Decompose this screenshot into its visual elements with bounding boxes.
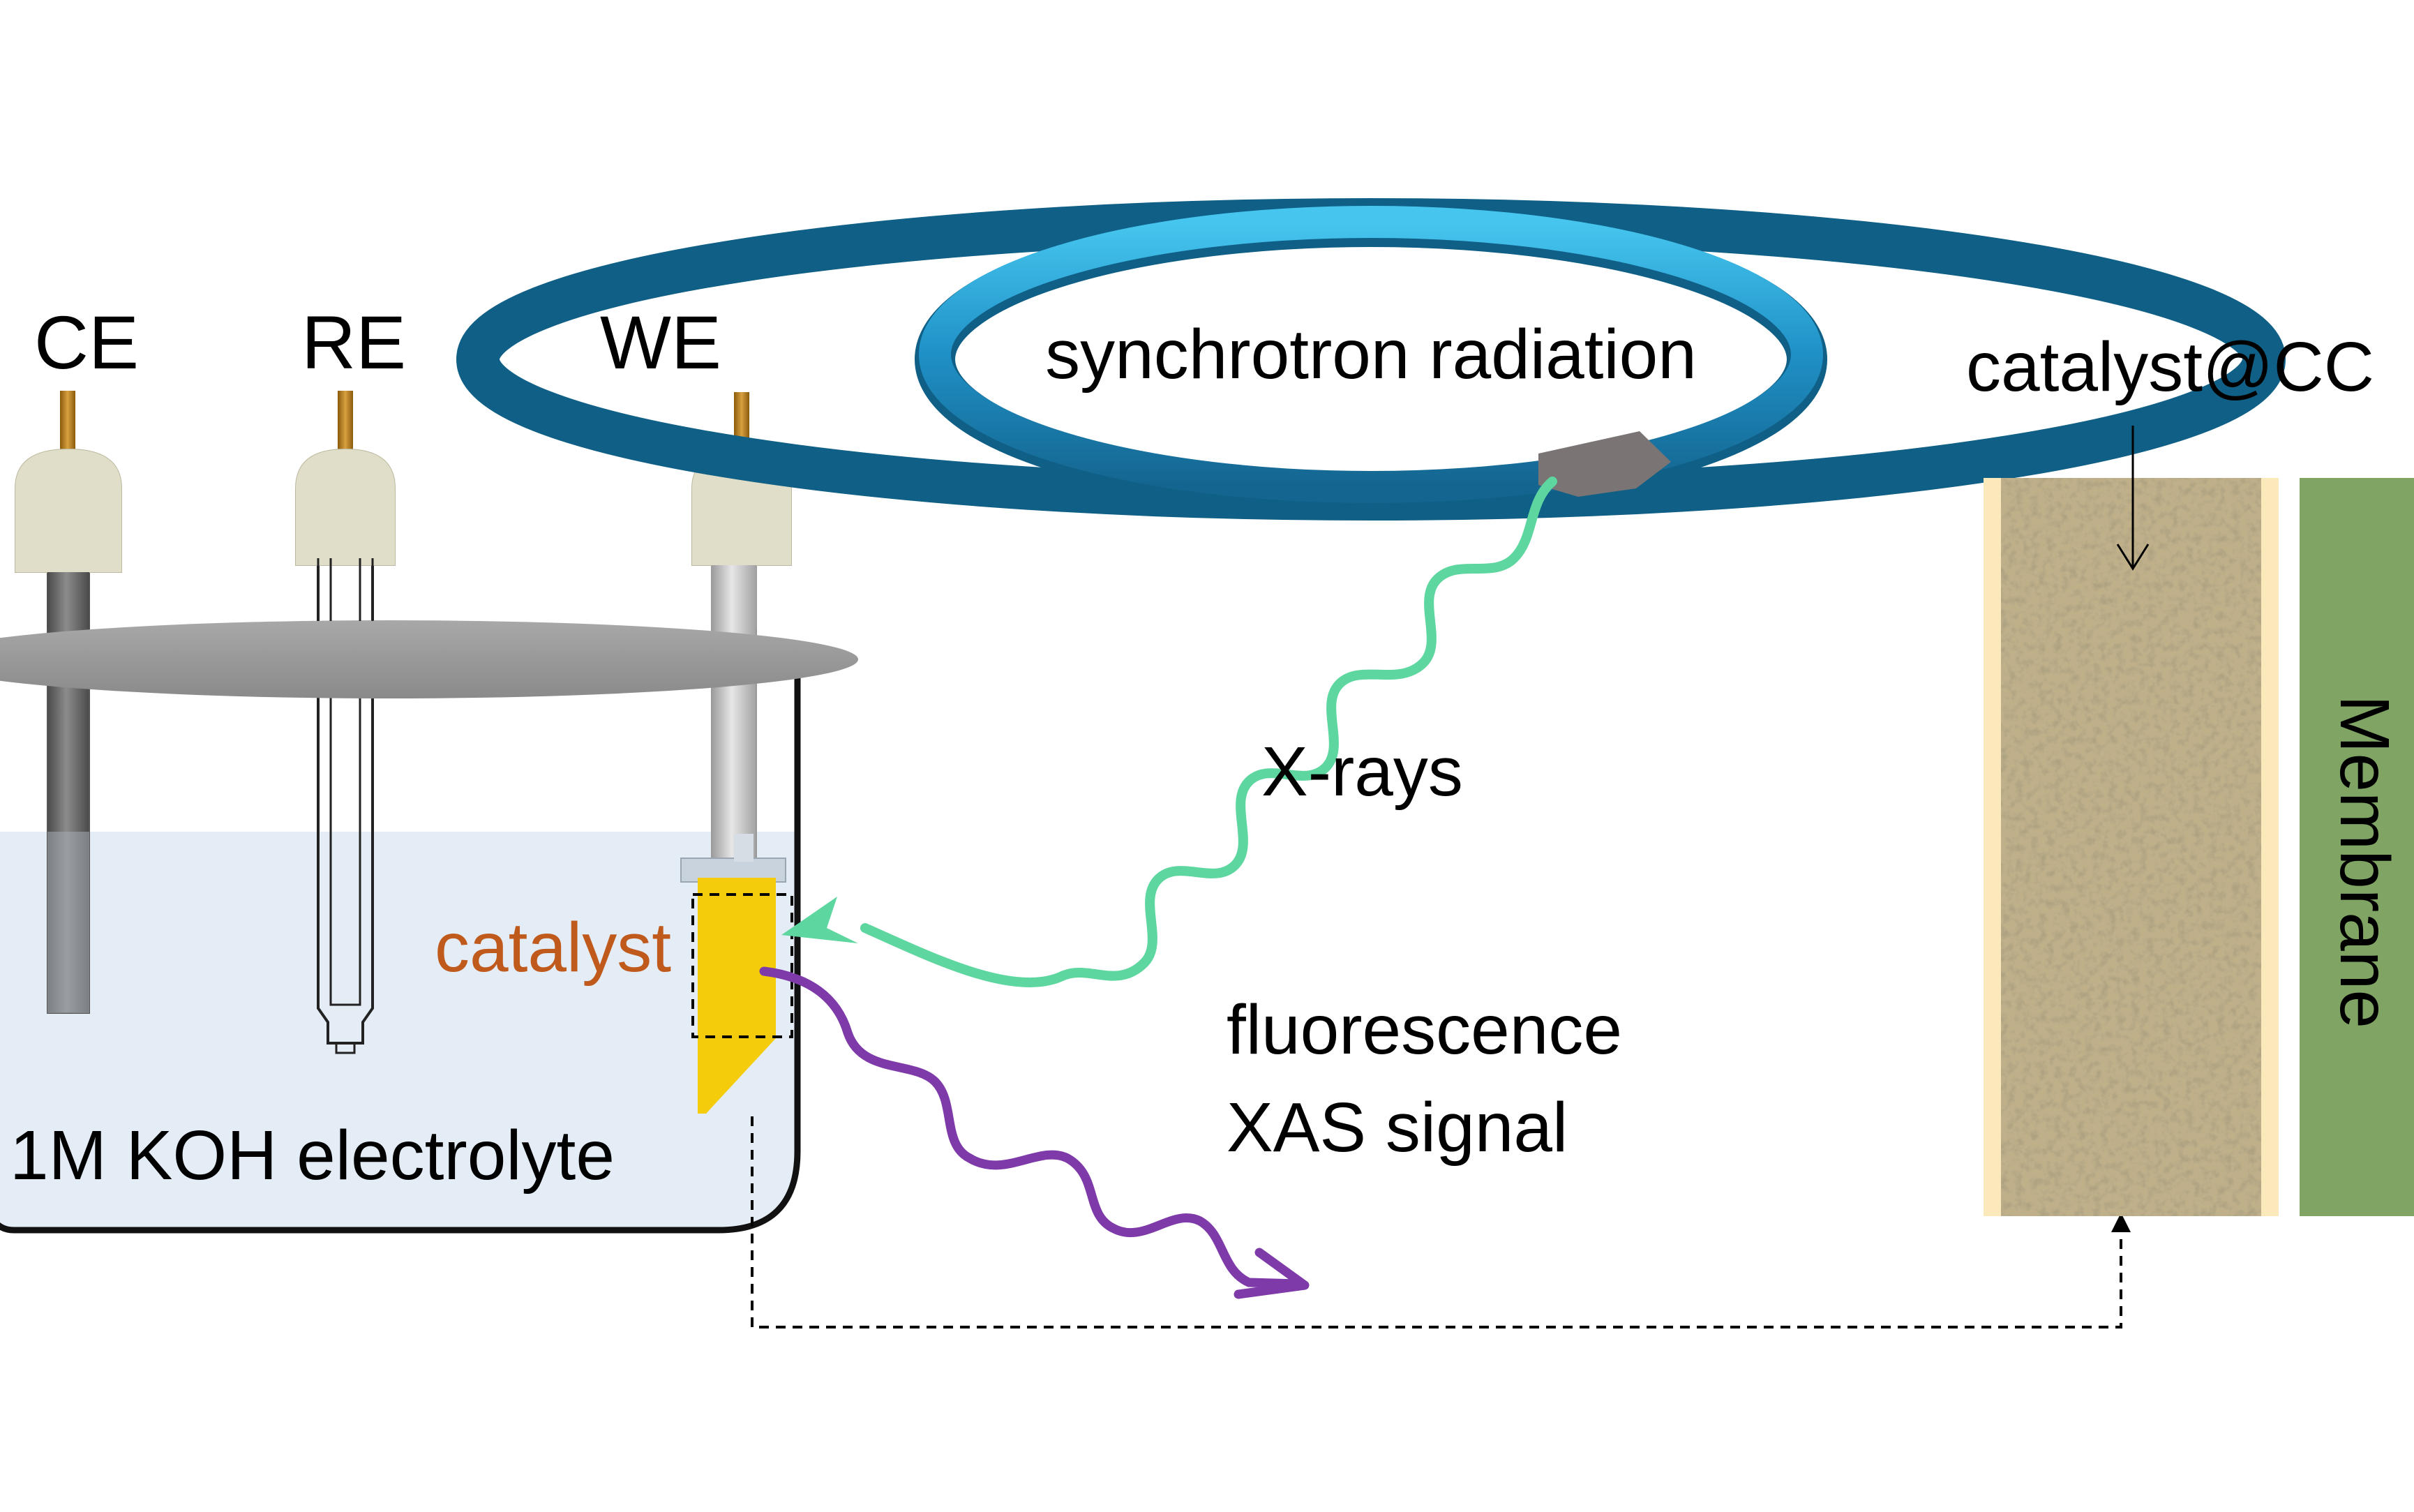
beamline-port: [1538, 431, 1671, 497]
label-catalyst: catalyst: [435, 908, 671, 987]
cell-lid: [0, 620, 858, 698]
label-re: RE: [301, 300, 406, 384]
fluorescence-arrowhead: [1234, 1248, 1310, 1299]
xray-arrowhead: [781, 897, 858, 943]
fluorescence-wave: [759, 966, 1303, 1289]
catalyst-zoom-box: [691, 893, 793, 1038]
catalyst-plate: [698, 878, 776, 1114]
catalyst-cc-pointer: [2116, 426, 2150, 571]
label-catalyst-cc: catalyst@CC: [1966, 328, 2374, 406]
label-fluorescence: fluorescence: [1227, 991, 1622, 1069]
label-synchrotron: synchrotron radiation: [1045, 315, 1697, 394]
label-we: WE: [600, 300, 721, 384]
membrane: [2300, 478, 2414, 1216]
synchrotron-ring: [456, 198, 2286, 521]
label-membrane: Membrane: [2325, 695, 2404, 1028]
label-electrolyte: 1M KOH electrolyte: [10, 1116, 615, 1195]
beaker-wall: [0, 656, 801, 1234]
xray-wave: [860, 477, 1557, 988]
label-xrays: X-rays: [1261, 733, 1463, 811]
catalyst-carbon-cloth: [1984, 478, 2279, 1216]
electrochemical-cell: [0, 391, 858, 1234]
dashed-connector: [751, 1116, 2131, 1328]
electrolyte-liquid: [0, 832, 797, 1230]
label-xas-signal: XAS signal: [1227, 1088, 1568, 1167]
label-ce: CE: [34, 300, 139, 384]
